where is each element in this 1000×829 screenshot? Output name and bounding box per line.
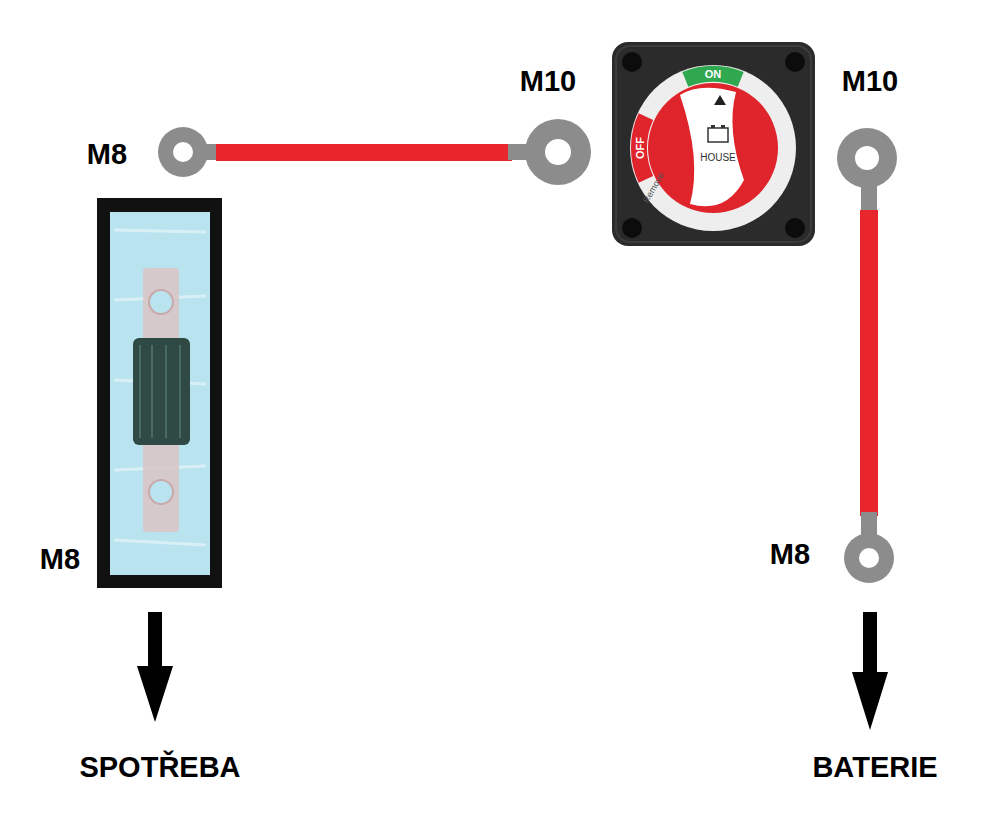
battery-switch <box>612 42 815 246</box>
switch-on-mark: ON <box>705 69 722 80</box>
thread-size: M10 <box>842 67 898 96</box>
switch-remove-mark: Remove <box>642 171 667 205</box>
thread-size: M8 <box>87 140 127 169</box>
switch-circuit-name: HOUSE <box>700 153 736 163</box>
thread-size: M10 <box>520 67 576 96</box>
thread-size: M8 <box>770 540 810 569</box>
switch-off-mark: OFF <box>635 137 646 159</box>
cable-right <box>837 128 897 583</box>
cable-left <box>158 119 591 185</box>
fuse-holder <box>97 198 222 588</box>
direction-label: SPOTŘEBA <box>79 753 240 782</box>
switch-face: ON OFF HOUSE Remove <box>612 42 815 246</box>
direction-label: BATERIE <box>812 753 937 782</box>
direction-arrow <box>137 612 888 730</box>
thread-size: M8 <box>40 545 80 574</box>
